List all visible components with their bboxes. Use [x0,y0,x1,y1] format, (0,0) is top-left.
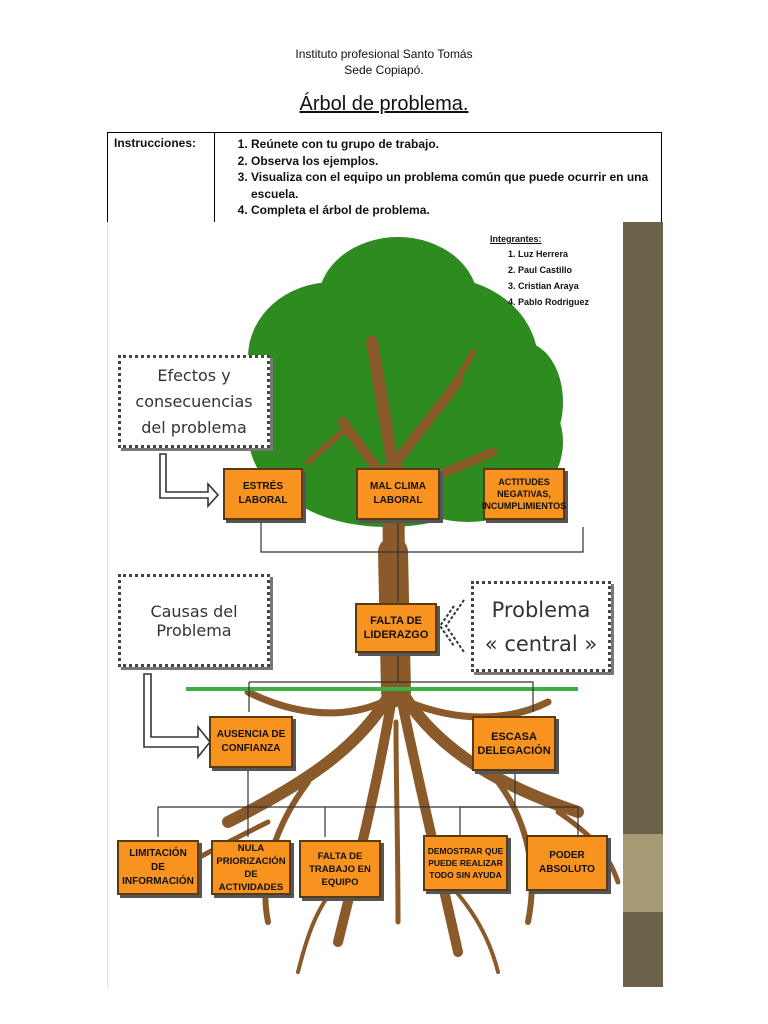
instruction-step: Reúnete con tu grupo de trabajo. [251,136,655,153]
member-name: Paul Castillo [518,262,589,278]
campus-name: Sede Copiapó. [344,63,424,77]
member-name: Luz Herrera [518,246,589,262]
subcause-box-teamwork: FALTA DE TRABAJO EN EQUIPO [299,840,381,898]
effect-box-stress: ESTRÉS LABORAL [223,468,303,520]
effect-box-climate: MAL CLIMA LABORAL [356,468,440,520]
members-heading: Integrantes: [490,234,542,244]
instruction-step: Visualiza con el equipo un problema comú… [251,169,655,202]
member-name: Pablo Rodriguez [518,294,589,310]
instruction-step: Observa los ejemplos. [251,153,655,170]
subcause-box-information: LIMITACIÓN DE INFORMACIÓN [117,840,199,895]
effects-label-box: Efectos y consecuencias del problema [118,355,270,448]
subcause-box-no-help: DEMOSTRAR QUE PUEDE REALIZAR TODO SIN AY… [423,835,508,891]
member-name: Cristian Araya [518,278,589,294]
members-list: Luz Herrera Paul Castillo Cristian Araya… [490,246,589,310]
page-title: Árbol de problema. [299,93,469,115]
side-strip-accent [623,834,663,912]
causes-label-box: Causas del Problema [118,574,270,667]
subcause-box-prioritization: NULA PRIORIZACIÓN DE ACTIVIDADES [211,840,291,895]
cause-box-trust: AUSENCIA DE CONFIANZA [209,716,293,768]
instructions-list: Reúnete con tu grupo de trabajo. Observa… [221,136,655,219]
institution-name: Instituto profesional Santo Tomás [295,47,473,61]
cause-box-delegation: ESCASA DELEGACIÓN [472,716,556,771]
instruction-step: Completa el árbol de problema. [251,202,655,219]
pointer-arrows [143,453,220,760]
instructions-label: Instrucciones: [107,132,215,223]
subcause-box-absolute-power: PODER ABSOLUTO [526,835,608,891]
connector-lines [157,522,584,837]
effect-box-attitudes: ACTITUDES NEGATIVAS, INCUMPLIMIENTOS [482,468,566,520]
central-chevrons [438,599,465,653]
central-label-box: Problema « central » [471,581,611,672]
members-block: Integrantes: Luz Herrera Paul Castillo C… [490,234,589,310]
instructions-steps-cell: Reúnete con tu grupo de trabajo. Observa… [214,132,662,223]
central-problem-box: FALTA DE LIDERAZGO [355,603,437,653]
problem-tree-figure: Integrantes: Luz Herrera Paul Castillo C… [107,222,663,987]
instructions-table: Instrucciones: Reúnete con tu grupo de t… [107,132,662,223]
